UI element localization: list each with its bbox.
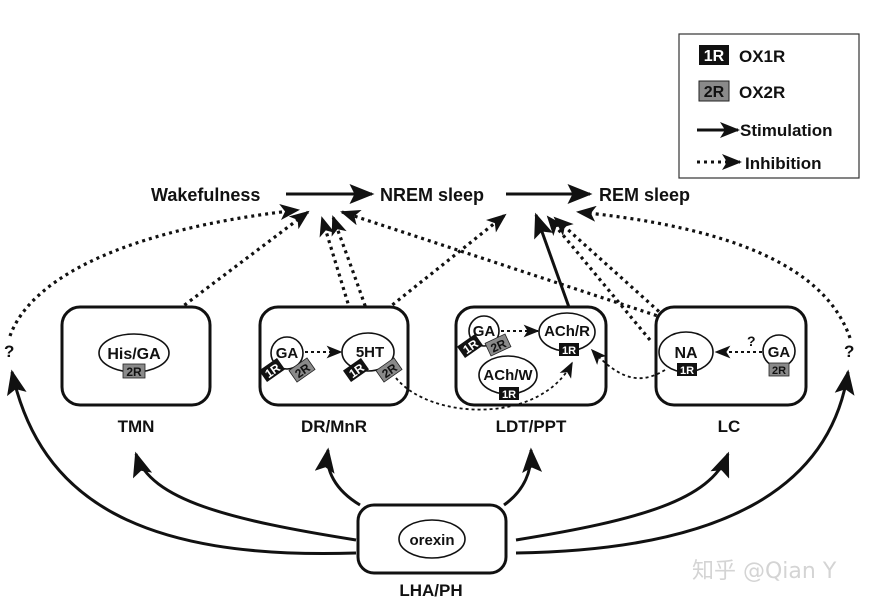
receptor-1r: 1R	[680, 365, 694, 377]
ox1r-badge-icon	[559, 343, 579, 356]
receptor-1r: 1R	[562, 345, 576, 357]
orexin-to-lc	[515, 451, 730, 542]
watermark: 知乎 @Qian Y	[692, 559, 837, 584]
ox2r-badge-icon	[288, 357, 316, 383]
legend-item-stimulation: Stimulation	[697, 121, 833, 140]
ox2r-badge-icon	[698, 80, 730, 102]
orexin-to-ldt	[503, 447, 543, 507]
orexin-to-tmn	[133, 451, 357, 542]
ox1r-badge-icon	[258, 357, 286, 383]
receptor-1r: 1R	[502, 389, 516, 401]
nucleus-lha-ph: orexin LHA/PH	[356, 503, 508, 600]
right-question-mark: ?	[844, 342, 854, 361]
legend-label-stimulation: Stimulation	[740, 121, 833, 140]
cross-inhibition	[395, 348, 666, 411]
nucleus-lc: NA 1R ? GA 2R LC	[654, 305, 808, 436]
cell-ach-w-label: ACh/W	[483, 367, 533, 384]
cell-ga-label: GA	[768, 344, 791, 361]
orexin-to-left-far	[7, 369, 357, 556]
legend-label-inhibition: Inhibition	[745, 154, 821, 173]
orexin-projections	[7, 369, 855, 556]
stimulation-achr-to-rem	[534, 212, 572, 311]
ox1r-badge-icon	[677, 363, 697, 376]
ox2r-badge-icon	[768, 362, 790, 377]
lc-uncertain-mark: ?	[747, 333, 756, 349]
inhibition-dr-b	[331, 215, 374, 327]
ox1r-badge-icon	[342, 357, 370, 383]
cell-orexin-label: orexin	[409, 532, 454, 549]
lc-label: LC	[718, 417, 741, 436]
cell-ach-r-label: ACh/R	[544, 323, 590, 340]
legend-badge-2r: 2R	[704, 84, 725, 101]
inhibition-lc-to-wake	[340, 210, 671, 322]
inhibition-5ht-to-achr	[395, 361, 573, 411]
cell-5ht	[341, 332, 395, 372]
legend-item-ox2r: 2R OX2R	[698, 80, 785, 102]
ox1r-badge-icon	[499, 387, 519, 400]
ox2r-badge-icon	[375, 357, 403, 383]
lha-ph-label: LHA/PH	[399, 581, 462, 600]
tmn-label: TMN	[118, 417, 155, 436]
cell-orexin	[398, 519, 466, 559]
inhibition-tmn	[161, 210, 310, 324]
ox1r-badge-icon	[456, 333, 484, 359]
state-wakefulness: Wakefulness	[151, 185, 260, 205]
ox2r-badge-icon	[484, 333, 512, 357]
legend-label-ox2r: OX2R	[739, 83, 785, 102]
inhibition-ldt-to-rem	[546, 215, 652, 342]
receptor-2r: 2R	[126, 365, 142, 379]
lc-box	[654, 305, 808, 407]
ox2r-badge-icon	[122, 363, 146, 379]
nucleus-dr-mnr: GA 1R 2R 5HT 1R 2R DR/MnR	[258, 305, 410, 436]
legend-item-inhibition: Inhibition	[697, 154, 821, 173]
state-rem-sleep: REM sleep	[599, 185, 690, 205]
cell-5ht-label: 5HT	[356, 344, 384, 361]
legend-label-ox1r: OX1R	[739, 47, 785, 66]
cell-ga-label: GA	[473, 323, 496, 340]
inhibition-na-to-achr	[590, 348, 666, 379]
inhibition-dr-a	[319, 216, 352, 311]
state-row: Wakefulness NREM sleep REM sleep	[151, 184, 690, 205]
cell-his-ga-label: His/GA	[107, 346, 161, 363]
legend: 1R OX1R 2R OX2R Stimulation Inhibition	[678, 33, 860, 179]
receptor-2r: 2R	[772, 365, 786, 377]
cell-ga-label: GA	[276, 345, 299, 362]
orexin-to-right-far	[515, 369, 855, 555]
left-question-mark: ?	[4, 342, 14, 361]
orexin-to-dr	[314, 447, 361, 507]
ldt-ppt-label: LDT/PPT	[496, 417, 567, 436]
legend-badge-1r: 1R	[704, 48, 725, 65]
receptor-2r: 2R	[489, 336, 509, 355]
nucleus-tmn: His/GA 2R TMN	[60, 305, 212, 436]
ox1r-badge-icon	[699, 45, 729, 65]
legend-item-ox1r: 1R OX1R	[699, 45, 785, 66]
nucleus-ldt-ppt: GA 1R 2R ACh/R 1R ACh/W 1R LDT/PPT	[454, 305, 608, 436]
state-nrem-sleep: NREM sleep	[380, 185, 484, 205]
dr-mnr-label: DR/MnR	[301, 417, 367, 436]
cell-na-label: NA	[674, 345, 698, 362]
inhibition-left-outer	[8, 204, 300, 337]
